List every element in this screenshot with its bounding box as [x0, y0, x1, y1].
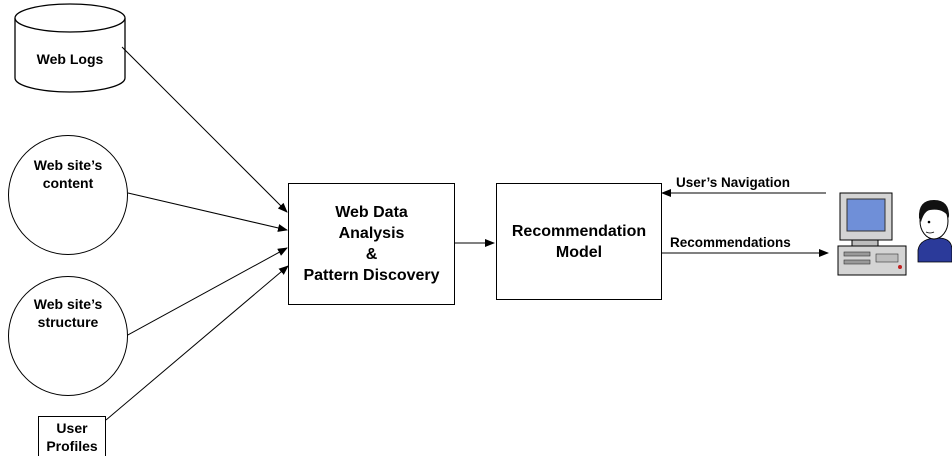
edge-content-to-analysis [127, 192, 288, 232]
source-web-site-structure: Web site’s structure [8, 276, 128, 396]
web-data-analysis-box: Web Data Analysis & Pattern Discovery [288, 183, 455, 305]
analysis-label-line1: Web Data [335, 204, 408, 221]
content-label-line2: content [42, 175, 94, 191]
desktop-computer-icon [837, 192, 907, 276]
users-navigation-label: User’s Navigation [676, 175, 791, 190]
user-avatar-icon [917, 200, 952, 263]
web-logs-label: Web Logs [36, 50, 104, 67]
profiles-label-line1: User [56, 419, 88, 436]
analysis-label-line4: Pattern Discovery [303, 267, 440, 284]
content-label-line1: Web site’s [33, 157, 103, 173]
source-user-profiles: User Profiles [38, 416, 106, 456]
model-label-line2: Model [555, 243, 603, 261]
analysis-label-line2: Analysis [338, 225, 405, 242]
database-cylinder-icon [14, 3, 126, 93]
structure-label-line2: structure [37, 314, 99, 330]
edge-structure-to-analysis [125, 247, 288, 337]
recommendations-label: Recommendations [670, 235, 791, 250]
recommendation-model-box: Recommendation Model [496, 183, 662, 300]
profiles-label-line2: Profiles [46, 437, 98, 454]
structure-label-line1: Web site’s [33, 296, 103, 312]
analysis-label-line3: & [365, 246, 378, 263]
model-label-line1: Recommendation [511, 222, 647, 240]
source-web-logs: Web Logs [15, 34, 125, 84]
edge-profiles-to-analysis [105, 265, 289, 421]
source-web-site-content: Web site’s content [8, 135, 128, 255]
edge-logs-to-analysis [121, 46, 288, 213]
